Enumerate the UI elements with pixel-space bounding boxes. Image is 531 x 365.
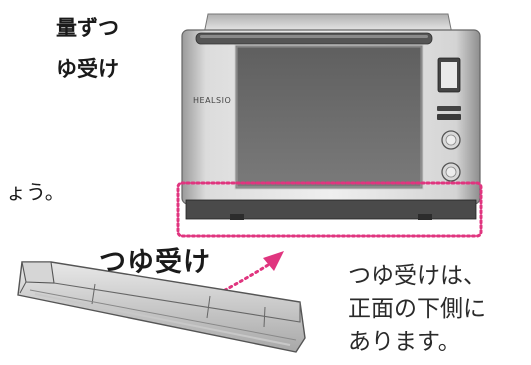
oven-handle <box>195 32 433 45</box>
note-line: 正面の下側に <box>348 296 486 322</box>
location-note: つゆ受けは、 正面の下側に あります。 <box>348 260 486 359</box>
doc-text-line-3: ょう。 <box>6 180 65 204</box>
note-line: あります。 <box>348 329 461 355</box>
oven-window <box>235 45 423 189</box>
drip-tray <box>17 261 306 353</box>
note-line: つゆ受けは、 <box>348 263 486 289</box>
oven-brand: HEALSIO <box>193 96 232 105</box>
pointer-arrowhead <box>263 251 284 271</box>
doc-text-line-2: ゆ受け <box>56 57 119 81</box>
drip-tray-label: つゆ受け <box>99 247 211 278</box>
highlight-box <box>176 181 483 238</box>
doc-text-line-1: 量ずつ <box>56 16 119 40</box>
oven-base <box>185 199 477 220</box>
